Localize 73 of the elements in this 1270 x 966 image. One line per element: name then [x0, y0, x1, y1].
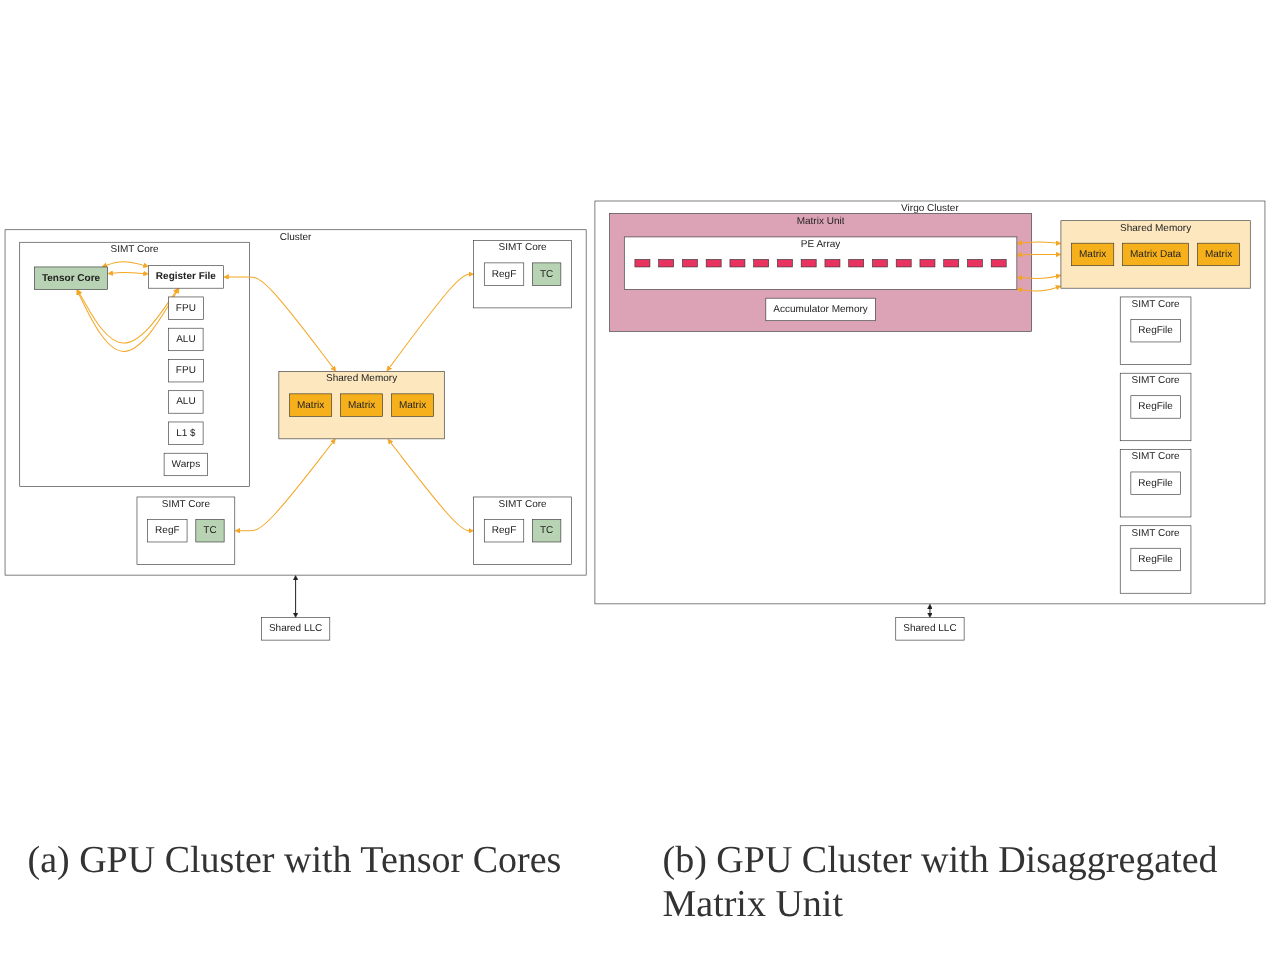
- node-box: [391, 392, 434, 417]
- node-box: [777, 258, 793, 267]
- node-box: [484, 262, 525, 286]
- cluster: [1060, 219, 1251, 288]
- arrow: [927, 603, 933, 618]
- arrow: [387, 438, 474, 533]
- cluster: [473, 239, 572, 308]
- node-box: [168, 296, 204, 320]
- cluster: [4, 228, 587, 575]
- cluster: [1119, 524, 1192, 593]
- node-box: [1130, 394, 1181, 418]
- cluster: [623, 236, 1018, 290]
- node-box: [658, 258, 674, 267]
- node-box: [261, 616, 331, 640]
- node-box: [1130, 318, 1181, 342]
- arrow: [1016, 284, 1062, 292]
- cluster: [136, 496, 236, 565]
- arrow: [292, 574, 299, 618]
- arrow: [1016, 273, 1062, 280]
- cluster: [1119, 448, 1192, 517]
- arrow: [107, 269, 149, 276]
- arrow: [101, 260, 149, 268]
- node-box: [168, 389, 204, 413]
- node-box: [168, 327, 204, 351]
- node-box: [195, 518, 225, 542]
- node-box: [919, 258, 936, 267]
- node-box: [895, 258, 912, 267]
- arrow: [234, 438, 336, 533]
- figure-caption: (b) GPU Cluster with Disaggregated Matrix Unit: [660, 840, 1220, 930]
- node-box: [943, 258, 960, 267]
- node-box: [1130, 471, 1181, 495]
- node-box: [895, 616, 965, 640]
- cluster: [1119, 372, 1192, 441]
- node-box: [967, 258, 983, 267]
- node-box: [753, 258, 769, 267]
- arrow: [386, 270, 474, 371]
- node-box: [168, 358, 204, 382]
- node-box: [34, 266, 108, 290]
- arrow: [77, 287, 179, 343]
- cluster: [19, 241, 250, 487]
- node-box: [1071, 242, 1115, 266]
- cluster: [1119, 296, 1192, 365]
- node-box: [729, 258, 746, 267]
- arrow: [1016, 239, 1062, 246]
- node-box: [1197, 242, 1240, 266]
- node-box: [705, 258, 722, 267]
- node-box: [800, 258, 817, 267]
- cluster: [609, 212, 1032, 332]
- arrow: [1016, 251, 1062, 257]
- arrow: [76, 287, 180, 352]
- node-box: [532, 262, 562, 286]
- node-box: [168, 421, 204, 445]
- node-box: [990, 258, 1007, 267]
- node-box: [1130, 547, 1181, 571]
- cluster: [473, 496, 572, 565]
- node-box: [340, 392, 383, 417]
- cluster: [594, 200, 1266, 604]
- node-box: [484, 518, 525, 542]
- node-box: [765, 297, 876, 321]
- node-box: [1122, 242, 1189, 266]
- node-box: [682, 258, 698, 267]
- node-box: [848, 258, 864, 267]
- node-box: [872, 258, 888, 267]
- node-box: [532, 518, 562, 542]
- node-box: [289, 392, 332, 417]
- node-box: [147, 518, 188, 542]
- figure-caption: (a) GPU Cluster with Tensor Cores: [25, 840, 564, 886]
- node-box: [824, 258, 841, 267]
- cluster: [278, 370, 445, 439]
- node-box: [148, 264, 224, 288]
- arrow: [223, 273, 337, 371]
- node-box: [634, 258, 651, 267]
- node-box: [163, 452, 208, 476]
